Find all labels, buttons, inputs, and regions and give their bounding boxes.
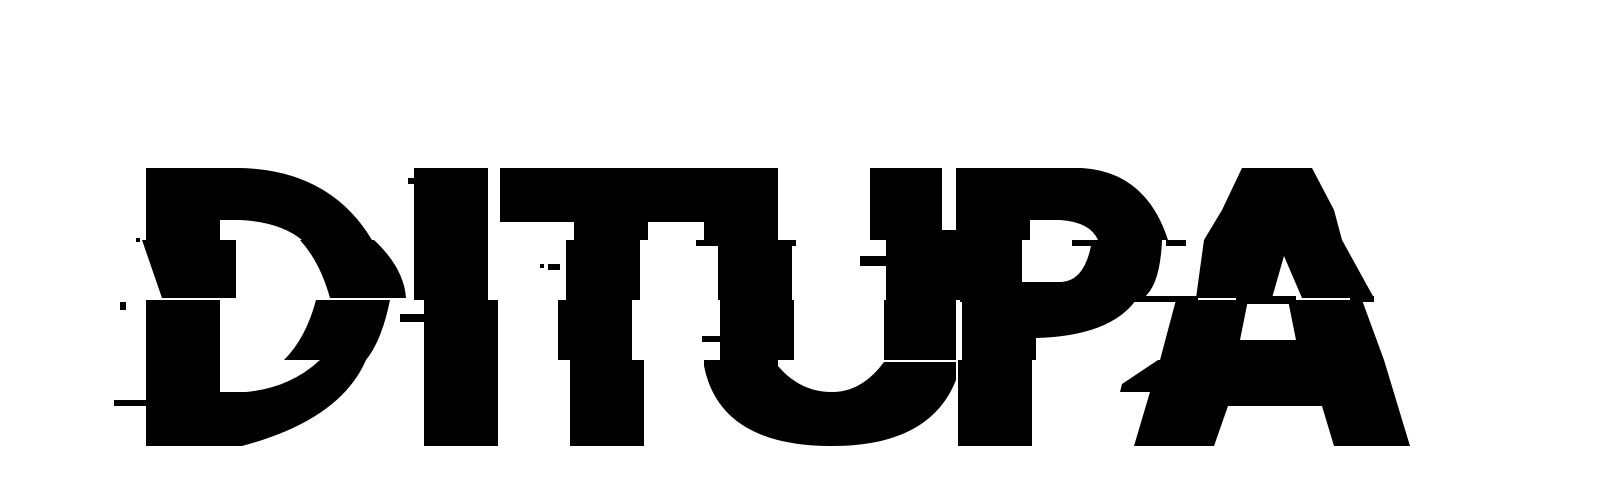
logo-letters [114,168,1410,446]
letter-d [142,168,406,446]
letter-p [948,168,1168,446]
letter-i [414,168,498,446]
letter-a [1120,168,1410,446]
letter-u [704,168,958,446]
glitch-fragments [114,178,1382,408]
